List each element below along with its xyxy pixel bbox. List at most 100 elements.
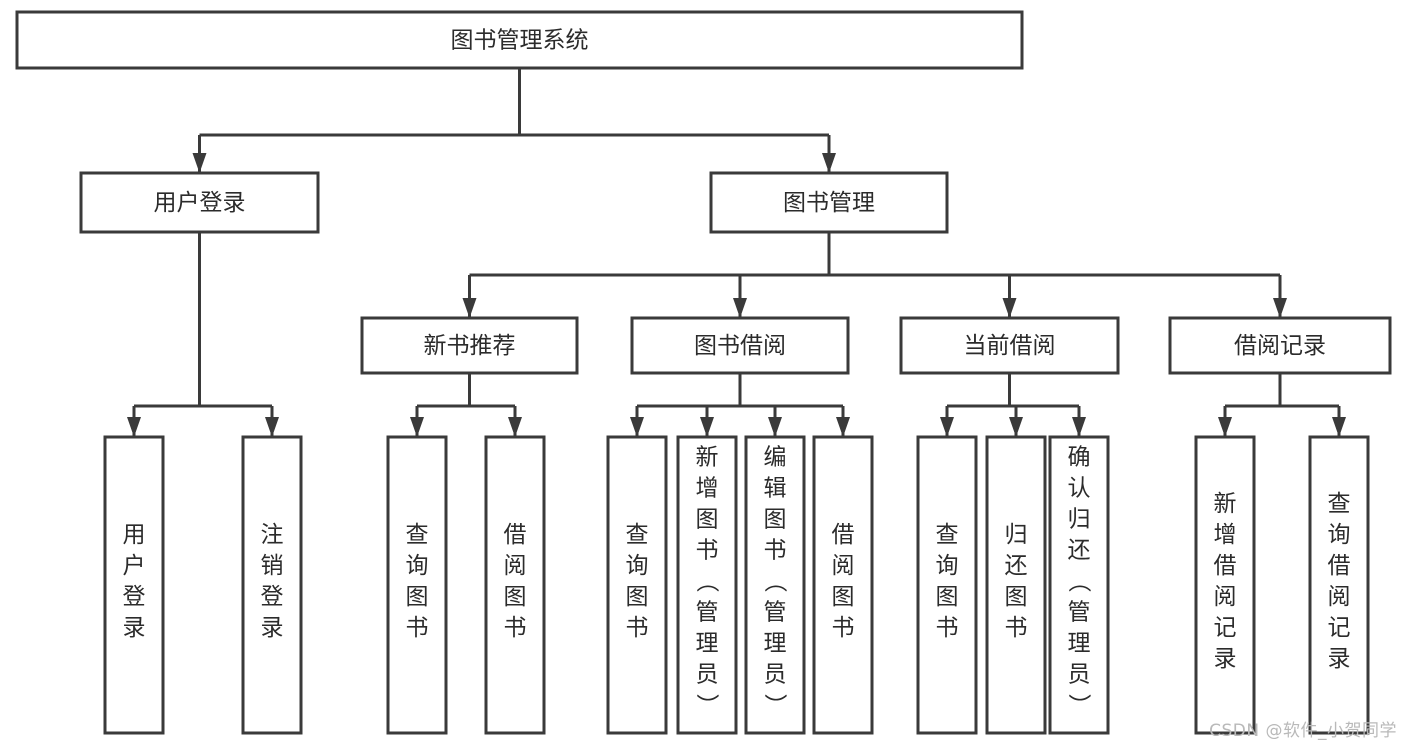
node-box-user-login[interactable] — [79, 171, 320, 234]
node-box-l-nbr-2[interactable] — [484, 435, 546, 735]
node-label-char: 录 — [1328, 646, 1351, 672]
node-label-char: 认 — [1068, 475, 1091, 501]
node-box-borrow-record[interactable] — [1168, 316, 1392, 375]
arrow-head-icon — [836, 417, 850, 437]
node-label-char: 管 — [1068, 599, 1091, 625]
node-box-l-bb-3[interactable] — [744, 435, 806, 735]
node-label-char: 询 — [1328, 522, 1351, 548]
node-box-leaf-user-login[interactable] — [103, 435, 165, 735]
node-label-char: 图 — [1005, 584, 1028, 610]
node-label-char: 书 — [406, 615, 429, 641]
node-label-char: 登 — [261, 584, 284, 610]
node-new-book-rec[interactable]: 新书推荐 — [360, 316, 579, 375]
node-current-borrow[interactable]: 当前借阅 — [899, 316, 1120, 375]
node-label-char: 员 — [764, 661, 787, 687]
node-box-new-book-rec[interactable] — [360, 316, 579, 375]
node-label-char: ） — [762, 694, 788, 717]
node-box-l-bb-1[interactable] — [606, 435, 668, 735]
node-label-char: 归 — [1005, 522, 1028, 548]
node-label-root: 图书管理系统 — [451, 28, 589, 54]
node-label-borrow-record: 借阅记录 — [1234, 333, 1326, 359]
node-book-manage[interactable]: 图书管理 — [709, 171, 949, 234]
node-label-char: 询 — [626, 553, 649, 579]
node-box-book-manage[interactable] — [709, 171, 949, 234]
node-label-char: 确 — [1068, 444, 1091, 470]
node-box-l-br-2[interactable] — [1308, 435, 1370, 735]
arrow-head-icon — [410, 417, 424, 437]
node-borrow-record[interactable]: 借阅记录 — [1168, 316, 1392, 375]
node-label-char: 用 — [123, 522, 146, 548]
node-label-char: 查 — [626, 522, 649, 548]
node-label-char: 阅 — [1214, 584, 1237, 610]
node-label-char: 阅 — [1328, 584, 1351, 610]
node-label-char: 书 — [504, 615, 527, 641]
node-label-char: 图 — [832, 584, 855, 610]
node-label-char: 书 — [696, 537, 719, 563]
node-label-char: 查 — [936, 522, 959, 548]
node-label-char: 录 — [261, 615, 284, 641]
node-label-char: 借 — [504, 522, 527, 548]
arrow-head-icon — [1218, 417, 1232, 437]
node-box-leaf-user-logout[interactable] — [241, 435, 303, 735]
node-box-l-br-1[interactable] — [1194, 435, 1256, 735]
node-box-l-bb-4[interactable] — [812, 435, 874, 735]
node-label-char: 录 — [123, 615, 146, 641]
node-root[interactable]: 图书管理系统 — [15, 10, 1024, 70]
node-label-char: 销 — [261, 553, 284, 579]
node-label-char: 理 — [764, 630, 787, 656]
node-label-char: 员 — [696, 661, 719, 687]
node-leaf-user-login[interactable]: 用户登录 — [103, 435, 165, 735]
node-label-char: 图 — [504, 584, 527, 610]
node-label-char: 图 — [406, 584, 429, 610]
node-box-root[interactable] — [15, 10, 1024, 70]
node-label-char: 编 — [764, 444, 787, 470]
node-label-char: 图 — [696, 506, 719, 532]
arrow-head-icon — [1332, 417, 1346, 437]
connector-layer — [127, 68, 1346, 437]
node-box-l-cb-2[interactable] — [985, 435, 1047, 735]
node-label-char: （ — [694, 570, 720, 593]
node-label-char: 询 — [406, 553, 429, 579]
node-box-current-borrow[interactable] — [899, 316, 1120, 375]
node-label-char: 还 — [1005, 553, 1028, 579]
node-label-char: 管 — [764, 599, 787, 625]
node-label-char: 书 — [1005, 615, 1028, 641]
node-box-book-borrow[interactable] — [630, 316, 850, 375]
node-box-l-cb-3[interactable] — [1048, 435, 1110, 735]
node-book-borrow[interactable]: 图书借阅 — [630, 316, 850, 375]
node-box-l-bb-2[interactable] — [676, 435, 738, 735]
node-label-char: （ — [762, 570, 788, 593]
node-label-char: 管 — [696, 599, 719, 625]
node-box-l-nbr-1[interactable] — [386, 435, 448, 735]
node-label-char: 图 — [936, 584, 959, 610]
node-label-char: 记 — [1328, 615, 1351, 641]
arrow-head-icon — [265, 417, 279, 437]
node-label-char: 登 — [123, 584, 146, 610]
node-label-current-borrow: 当前借阅 — [964, 333, 1056, 359]
arrow-head-icon — [940, 417, 954, 437]
node-user-login[interactable]: 用户登录 — [79, 171, 320, 234]
node-label-char: 询 — [936, 553, 959, 579]
node-label-char: 阅 — [504, 553, 527, 579]
node-label-char: 借 — [1214, 553, 1237, 579]
node-box-l-cb-1[interactable] — [916, 435, 978, 735]
node-label-char: 归 — [1068, 506, 1091, 532]
node-label-book-borrow: 图书借阅 — [694, 333, 786, 359]
node-label-char: 书 — [936, 615, 959, 641]
node-label-char: 新 — [1214, 491, 1237, 517]
arrow-head-icon — [1009, 417, 1023, 437]
node-label-char: 阅 — [832, 553, 855, 579]
